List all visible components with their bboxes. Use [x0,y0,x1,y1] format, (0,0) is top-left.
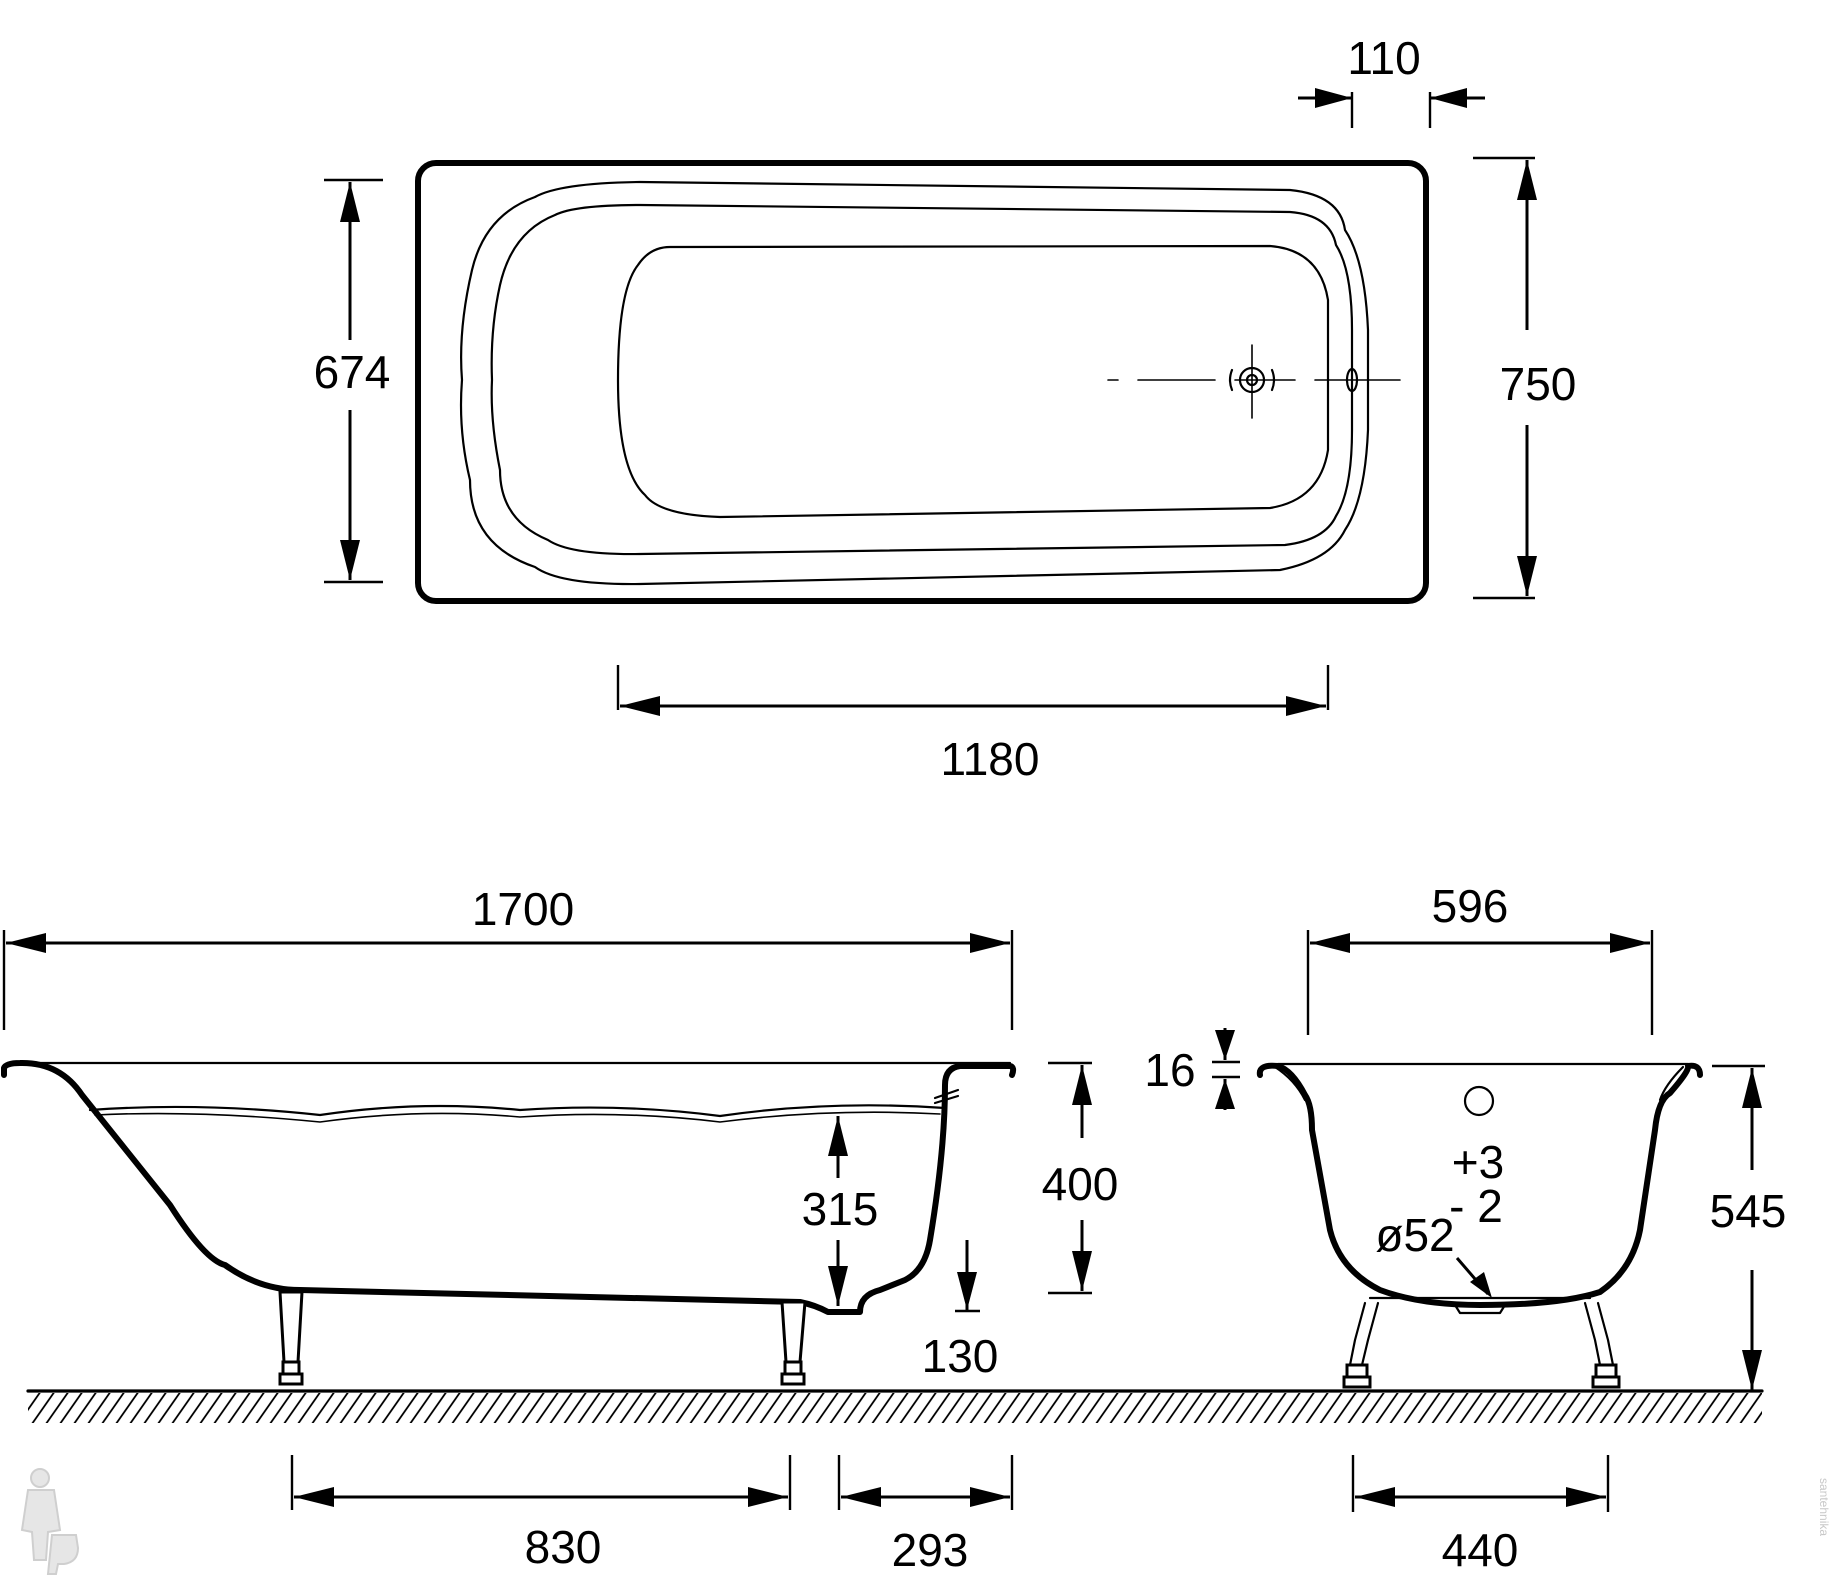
side-overflow-tick-2 [933,1094,960,1105]
side-view: 1700 315 400 130 [1,883,1119,1576]
label-tolerance-plus: +3 [1452,1136,1504,1188]
label-16: 16 [1144,1044,1195,1096]
dim-rim-thickness: 16 [1144,1028,1240,1110]
end-inner-line [1273,1065,1307,1102]
plan-view: 110 674 750 118 [314,32,1577,785]
side-inner-line [88,1104,947,1118]
label-130: 130 [922,1330,999,1382]
label-315: 315 [802,1183,879,1235]
label-tolerance-minus: - 2 [1449,1180,1503,1232]
side-inner-line-2 [94,1111,941,1123]
plan-outer-rim [415,160,1429,604]
side-tub-body [1,1059,1017,1315]
label-545: 545 [1710,1185,1787,1237]
end-leg-left [1342,1301,1380,1389]
side-watermark-text: santehnika [1817,1478,1830,1536]
label-750: 750 [1500,358,1577,410]
dim-inner-width: 674 [314,178,391,584]
label-1180: 1180 [941,733,1040,785]
dim-rim-height: 400 [1042,1061,1119,1295]
dim-outer-width: 750 [1473,156,1577,600]
dim-overall-length: 1700 [2,883,1014,1030]
label-o52: ø52 [1375,1209,1454,1261]
dim-overflow-diameter: ø52 [1375,1209,1492,1298]
side-leg-left [278,1290,304,1386]
dim-top-width: 596 [1306,880,1654,1035]
end-leg-right [1583,1301,1621,1389]
end-tub-body [1256,1062,1703,1308]
dim-total-height: 545 [1710,1064,1787,1390]
plan-middle-contour [459,180,1370,586]
label-400: 400 [1042,1158,1119,1210]
dim-inner-depth: 315 [802,1116,879,1306]
end-view: 596 16 +3 - 2 ø52 545 [1144,880,1786,1576]
side-overflow-tick [933,1088,960,1100]
end-inner-line-2 [1658,1065,1685,1102]
end-bottom-skirt [1368,1296,1592,1315]
overflow-icon [1345,354,1359,406]
label-440: 440 [1442,1524,1519,1576]
label-1700: 1700 [472,883,574,935]
side-leg-right [780,1300,807,1386]
dim-floor-clearance: 130 [922,1240,999,1382]
floor [26,1389,1764,1423]
label-674: 674 [314,346,391,398]
dim-drain-offset: 110 [1298,32,1485,128]
dim-end-leg-spacing: 440 [1351,1455,1610,1576]
plan-basin [616,244,1330,519]
dim-leg-spacing: 830 [290,1455,792,1573]
plan-inner-rim [490,203,1354,556]
end-overflow-hole [1463,1085,1495,1117]
label-596: 596 [1432,880,1509,932]
plumber-watermark-icon [20,1468,80,1575]
dim-inner-length: 1180 [616,665,1330,785]
label-110: 110 [1347,32,1420,84]
label-293: 293 [892,1524,969,1576]
dim-end-offset: 293 [837,1455,1014,1576]
drain-icon [1228,344,1276,419]
label-830: 830 [525,1521,602,1573]
